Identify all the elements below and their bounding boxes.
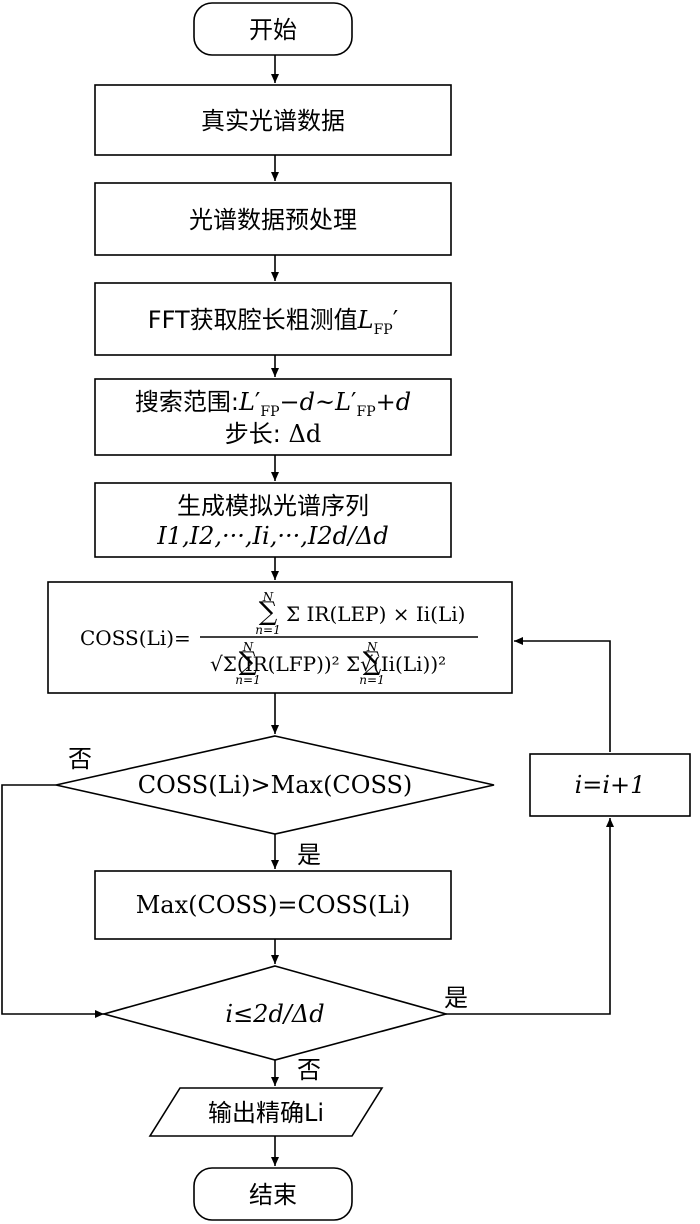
node-preprocess: 光谱数据预处理 bbox=[94, 182, 452, 256]
search-prime-1: ′ bbox=[255, 388, 260, 416]
compare-label: COSS(Li)>Max(COSS) bbox=[138, 771, 413, 799]
fft-label: FFT获取腔长粗测值LFP′ bbox=[148, 306, 398, 338]
node-search: 搜索范围:L′FP−d~L′FP+d 步长: Δd bbox=[94, 378, 452, 456]
search-sub-2: FP bbox=[356, 404, 375, 420]
connectors bbox=[1, 55, 614, 1166]
node-fft: FFT获取腔长粗测值LFP′ bbox=[94, 282, 452, 356]
edge-compare-no bbox=[1, 784, 104, 1018]
edge-increment-to-coss bbox=[514, 637, 611, 752]
search-var-2: L bbox=[334, 388, 351, 416]
node-loop-check: i≤2d/Δd bbox=[100, 965, 450, 1061]
den-sum1-bottom: n=1 bbox=[235, 673, 260, 687]
node-compare: COSS(Li)>Max(COSS) bbox=[55, 735, 495, 835]
compare-yes-label: 是 bbox=[297, 841, 321, 869]
node-update-max: Max(COSS)=COSS(Li) bbox=[94, 870, 452, 940]
update-max-label: Max(COSS)=COSS(Li) bbox=[136, 891, 411, 919]
increment-label: i=i+1 bbox=[575, 771, 646, 799]
search-plus-d: +d bbox=[376, 388, 411, 416]
generate-title: 生成模拟光谱序列 bbox=[177, 492, 369, 520]
node-real-spectrum: 真实光谱数据 bbox=[94, 84, 452, 156]
loop-check-label: i≤2d/Δd bbox=[225, 1000, 324, 1028]
node-output: 输出精确Li bbox=[148, 1087, 384, 1137]
step-label: 步长: Δd bbox=[225, 420, 321, 448]
edge-loopcheck-yes bbox=[446, 818, 614, 1015]
preprocess-label: 光谱数据预处理 bbox=[189, 206, 357, 234]
step-value: Δd bbox=[289, 420, 322, 448]
coss-numerator: Σ IR(LEP) × Ii(Li) bbox=[286, 602, 465, 626]
compare-no-label: 否 bbox=[68, 745, 92, 773]
den-sum2-bottom: n=1 bbox=[359, 673, 384, 687]
num-sum-bottom: n=1 bbox=[255, 623, 280, 637]
output-label: 输出精确Li bbox=[208, 1099, 324, 1127]
node-generate: 生成模拟光谱序列 I1,I2,···,Ii,···,I2d/Δd bbox=[94, 482, 452, 558]
den-sum1-sign: ∑ bbox=[239, 647, 258, 677]
num-sum-sign: ∑ bbox=[259, 597, 278, 627]
coss-denominator: √Σ(IR(LFP))² Σ√(Ii(Li))² bbox=[210, 652, 446, 676]
fft-sub: FP bbox=[374, 322, 393, 338]
search-range-label: 搜索范围:L′FP−d~L′FP+d bbox=[135, 388, 411, 420]
search-tilde: ~ bbox=[315, 388, 335, 416]
fft-prefix: FFT获取腔长粗测值 bbox=[148, 306, 358, 334]
search-prefix: 搜索范围: bbox=[135, 388, 239, 416]
end-label: 结束 bbox=[249, 1181, 297, 1209]
num-sum-top: N bbox=[262, 590, 274, 604]
fft-var: L bbox=[357, 306, 374, 334]
search-prime-2: ′ bbox=[351, 388, 356, 416]
node-increment: i=i+1 bbox=[529, 753, 691, 817]
loop-no-label: 否 bbox=[297, 1056, 321, 1084]
node-coss-formula: COSS(Li)= N ∑ n=1 Σ IR(LEP) × Ii(Li) N ∑… bbox=[47, 581, 513, 694]
generate-sequence: I1,I2,···,Ii,···,I2d/Δd bbox=[156, 522, 388, 550]
search-sub-1: FP bbox=[260, 404, 279, 420]
node-start: 开始 bbox=[193, 2, 353, 56]
fft-suffix: ′ bbox=[393, 306, 398, 334]
loop-yes-label: 是 bbox=[444, 984, 468, 1012]
den-sum2-sign: ∑ bbox=[363, 647, 382, 677]
real-spectrum-label: 真实光谱数据 bbox=[201, 107, 345, 135]
start-label: 开始 bbox=[249, 16, 297, 44]
coss-lhs: COSS(Li)= bbox=[80, 626, 191, 650]
node-end: 结束 bbox=[193, 1167, 353, 1221]
den-sum1-top: N bbox=[242, 640, 254, 654]
den-sum2-top: N bbox=[366, 640, 378, 654]
search-var-1: L bbox=[238, 388, 255, 416]
step-prefix: 步长: bbox=[225, 420, 289, 448]
search-minus-d: −d bbox=[280, 388, 315, 416]
